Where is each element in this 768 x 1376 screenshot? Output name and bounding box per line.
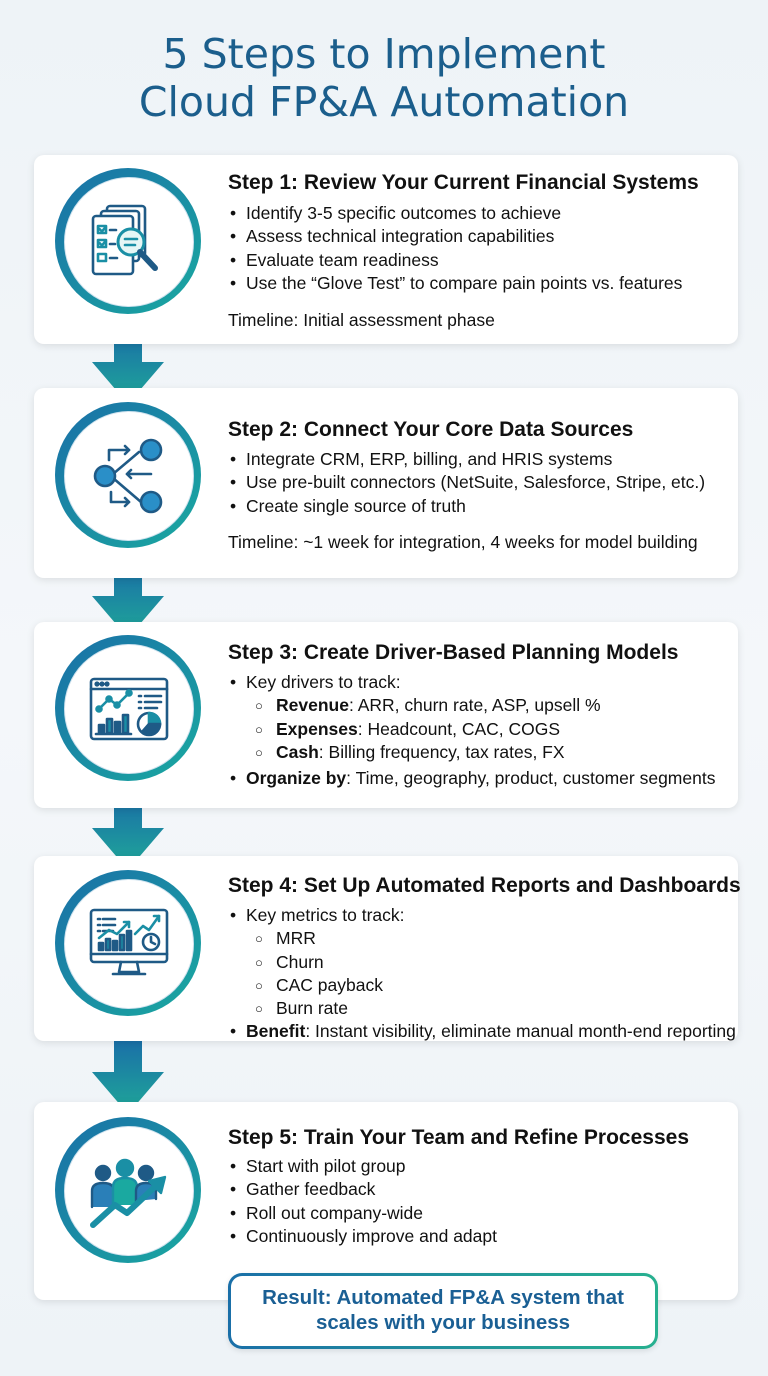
arrow-down-icon: [92, 564, 164, 638]
list-item: Gather feedback: [228, 1178, 497, 1202]
list-item: Benefit: Instant visibility, eliminate m…: [228, 1020, 736, 1044]
arrow-down-icon: [92, 1040, 164, 1114]
team-growth-icon: [90, 1158, 167, 1228]
step-2-timeline: Timeline: ~1 week for integration, 4 wee…: [228, 532, 698, 552]
step-5-bullets: Start with pilot group Gather feedback R…: [228, 1155, 497, 1248]
result-line-2: scales with your business: [315, 1311, 571, 1334]
data-network-icon: [93, 438, 163, 514]
list-item: Use the “Glove Test” to compare pain poi…: [228, 272, 682, 296]
result-line-1: Result: Automated FP&A system that: [262, 1286, 624, 1309]
list-item: MRR: [228, 927, 736, 951]
list-item: Continuously improve and adapt: [228, 1225, 497, 1249]
step-3-bullets: Key drivers to track: Revenue: ARR, chur…: [228, 671, 715, 791]
list-item: CAC payback: [228, 974, 736, 998]
list-item: Start with pilot group: [228, 1155, 497, 1179]
list-item: Assess technical integration capabilitie…: [228, 225, 682, 249]
arrow-down-icon: [92, 796, 164, 870]
analytics-dashboard-icon: [89, 677, 169, 741]
step-5-heading: Step 5: Train Your Team and Refine Proce…: [228, 1126, 689, 1149]
step-1-card: Step 1: Review Your Current Financial Sy…: [34, 155, 738, 344]
step-3-icon-badge: [55, 635, 201, 781]
monitor-chart-icon: [89, 908, 169, 976]
list-item: Churn: [228, 951, 736, 975]
step-4-heading: Step 4: Set Up Automated Reports and Das…: [228, 874, 741, 897]
step-1-bullets: Identify 3-5 specific outcomes to achiev…: [228, 202, 682, 295]
step-2-icon-badge: [55, 402, 201, 548]
step-1-icon-badge: [55, 168, 201, 314]
list-item: Identify 3-5 specific outcomes to achiev…: [228, 202, 682, 226]
arrow-down-icon: [92, 330, 164, 404]
list-item: Integrate CRM, ERP, billing, and HRIS sy…: [228, 448, 705, 472]
result-box: Result: Automated FP&A system that scale…: [228, 1273, 658, 1349]
step-4-bullets: Key metrics to track: MRR Churn CAC payb…: [228, 904, 736, 1044]
step-2-bullets: Integrate CRM, ERP, billing, and HRIS sy…: [228, 448, 705, 518]
step-2-heading: Step 2: Connect Your Core Data Sources: [228, 418, 634, 441]
step-3-heading: Step 3: Create Driver-Based Planning Mod…: [228, 641, 679, 664]
page-title: 5 Steps to Implement Cloud FP&A Automati…: [0, 30, 768, 126]
list-item: Expenses: Headcount, CAC, COGS: [228, 718, 715, 742]
step-4-icon-badge: [55, 870, 201, 1016]
list-item: Cash: Billing frequency, tax rates, FX: [228, 741, 715, 765]
title-line-1: 5 Steps to Implement: [162, 30, 606, 78]
list-item: Key drivers to track:: [228, 671, 715, 695]
list-item: Use pre-built connectors (NetSuite, Sale…: [228, 471, 705, 495]
step-5-icon-badge: [55, 1117, 201, 1263]
list-item: Revenue: ARR, churn rate, ASP, upsell %: [228, 694, 715, 718]
list-item: Evaluate team readiness: [228, 249, 682, 273]
list-item: Roll out company-wide: [228, 1202, 497, 1226]
title-line-2: Cloud FP&A Automation: [138, 78, 630, 126]
document-search-icon: [91, 204, 158, 276]
step-1-timeline: Timeline: Initial assessment phase: [228, 310, 495, 330]
list-item: Key metrics to track:: [228, 904, 736, 928]
list-item: Organize by: Time, geography, product, c…: [228, 767, 715, 791]
step-1-heading: Step 1: Review Your Current Financial Sy…: [228, 171, 699, 194]
list-item: Burn rate: [228, 997, 736, 1021]
list-item: Create single source of truth: [228, 495, 705, 519]
